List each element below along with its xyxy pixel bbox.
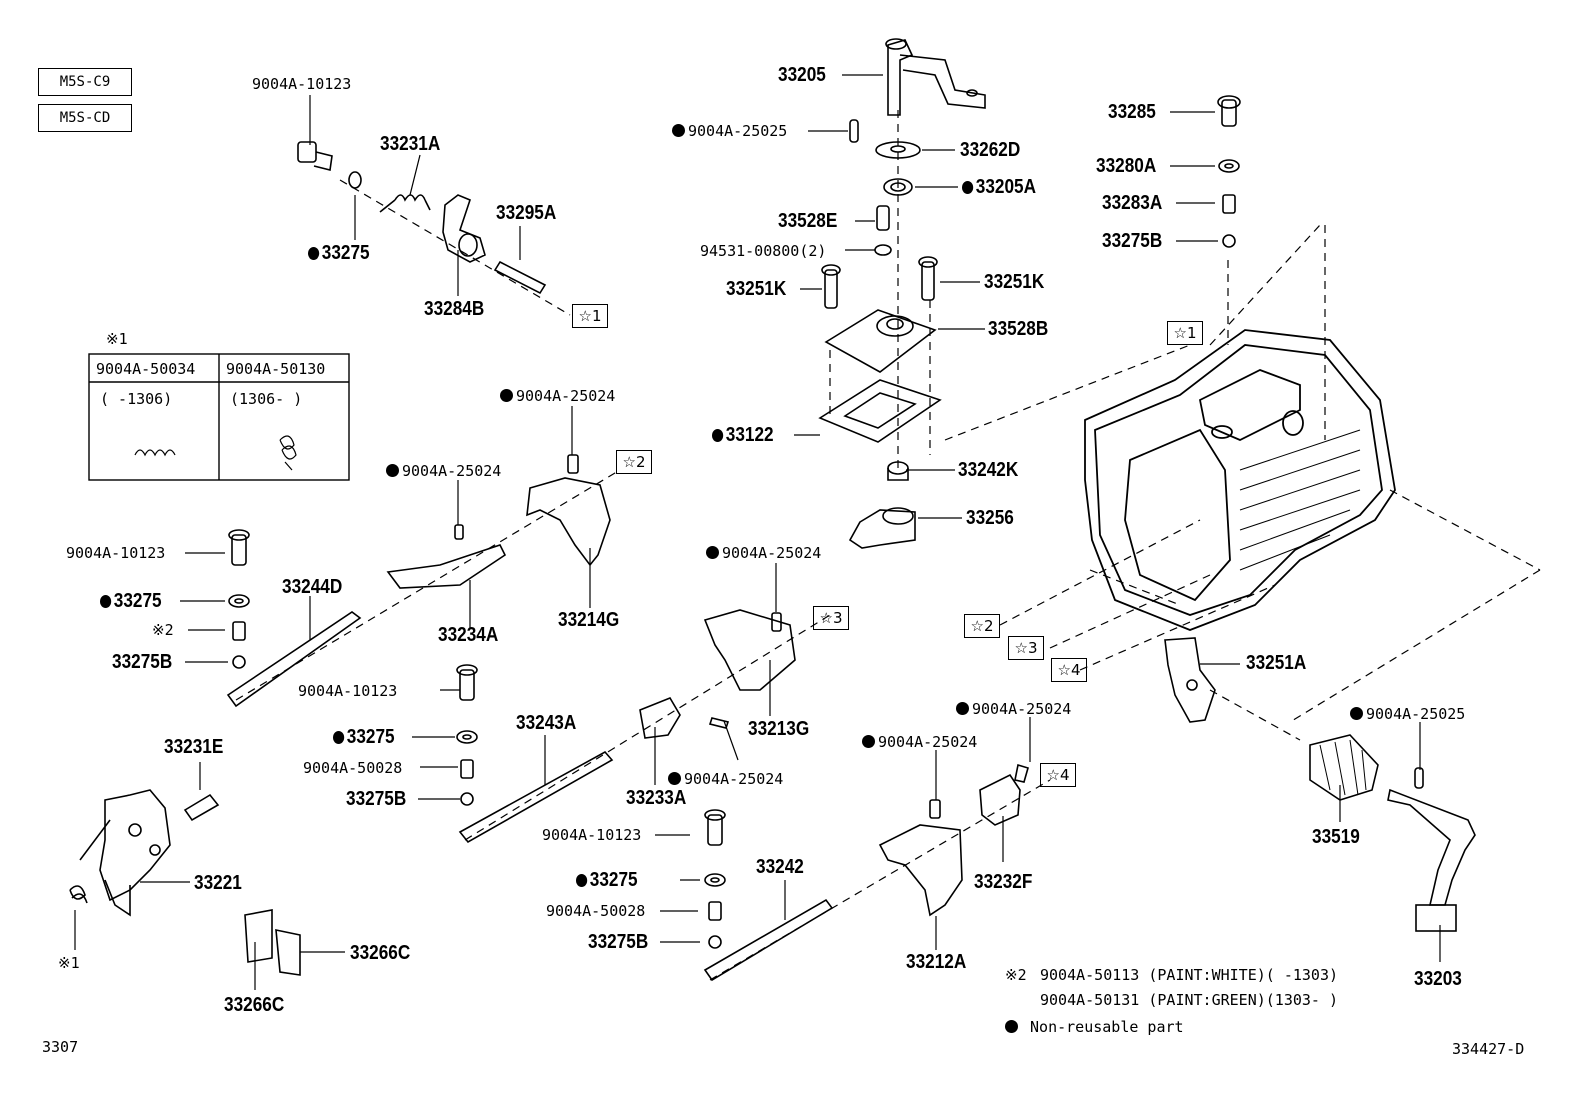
part-label-33283a: 33283A: [1102, 192, 1163, 214]
part-label-33214g: 33214G: [558, 609, 620, 631]
spring-table-col1-part: 9004A-50034: [96, 360, 196, 378]
part-label-33233a: 33233A: [626, 787, 687, 809]
part-label-33221: 33221: [194, 872, 242, 894]
part-label-33242: 33242: [756, 856, 804, 878]
part-label-9004a-10123-d: 9004A-10123: [542, 826, 642, 844]
spring-table-marker: ※1: [106, 330, 128, 348]
part-label-33256: 33256: [966, 507, 1014, 529]
non-reusable-dot-icon: [706, 546, 719, 559]
non-reusable-dot-icon: [308, 247, 320, 260]
star-ref-3-top: ☆3: [813, 606, 849, 630]
footer-right-code: 334427-D: [1452, 1040, 1525, 1058]
star-ref-4-top: ☆4: [1040, 763, 1076, 787]
part-label-33528b: 33528B: [988, 318, 1049, 340]
part-label-33262d: 33262D: [960, 139, 1021, 161]
part-label-9004a-10123-mid: 9004A-10123: [66, 544, 166, 562]
part-label-9004a-50028-c: 9004A-50028: [303, 759, 403, 777]
part-label-33284b: 33284B: [424, 298, 485, 320]
part-label-33275b-c: 33275B: [346, 788, 407, 810]
non-reusable-legend: Non-reusable part: [1005, 1018, 1184, 1036]
part-label-33519: 33519: [1312, 826, 1360, 848]
part-label-33275b-mid: 33275B: [112, 651, 173, 673]
non-reusable-dot-icon: [962, 181, 974, 194]
part-label-33275-c: 33275: [333, 726, 395, 748]
part-label-33266c-bottom: 33266C: [224, 994, 285, 1016]
star-ref-1-left: ☆1: [572, 304, 608, 328]
part-label-note1-marker: ※1: [58, 954, 80, 972]
part-label-33285: 33285: [1108, 101, 1156, 123]
part-label-94531-00800: 94531-00800(2): [700, 242, 827, 260]
non-reusable-dot-icon: [672, 124, 685, 137]
part-label-33275b-d: 33275B: [588, 931, 649, 953]
star-ref-4-bottom: ☆4: [1051, 658, 1087, 682]
part-label-33244d: 33244D: [282, 576, 343, 598]
part-label-33280a: 33280A: [1096, 155, 1157, 177]
star-ref-2-top: ☆2: [616, 450, 652, 474]
part-label-9004a-25024-f: 9004A-25024: [862, 733, 977, 751]
star-ref-2-bottom: ☆2: [964, 614, 1000, 638]
part-label-9004a-25025-b: 9004A-25025: [1350, 705, 1465, 723]
non-reusable-dot-icon: [1350, 707, 1363, 720]
part-label-9004a-10123-c: 9004A-10123: [298, 682, 398, 700]
part-label-9004a-25024-c: 9004A-25024: [706, 544, 821, 562]
note2-line2: 9004A-50131 (PAINT:GREEN)(1303- ): [1040, 991, 1339, 1009]
spring-table-col1-range: ( -1306): [100, 390, 173, 408]
non-reusable-dot-icon: [333, 731, 345, 744]
part-label-33275-mid: 33275: [100, 590, 162, 612]
star-ref-3-bottom: ☆3: [1008, 636, 1044, 660]
part-label-9004a-25024-b: 9004A-25024: [386, 462, 501, 480]
part-label-33528e: 33528E: [778, 210, 838, 232]
part-label-33275b-top: 33275B: [1102, 230, 1163, 252]
non-reusable-dot-icon: [862, 735, 875, 748]
part-label-33275-d: 33275: [576, 869, 638, 891]
non-reusable-dot-icon: [712, 429, 724, 442]
model-code-m5s-cd: M5S-CD: [38, 104, 132, 132]
non-reusable-dot-icon: [956, 702, 969, 715]
part-label-33251k-right: 33251K: [984, 271, 1045, 293]
part-label-9004a-10123-top: 9004A-10123: [252, 75, 352, 93]
spring-table-col2-part: 9004A-50130: [226, 360, 326, 378]
part-label-33275-top: 33275: [308, 242, 370, 264]
part-label-33242k: 33242K: [958, 459, 1019, 481]
part-label-33251k-left: 33251K: [726, 278, 787, 300]
note2-marker: ※2: [1005, 966, 1027, 984]
non-reusable-dot-icon: [1005, 1020, 1018, 1033]
non-reusable-dot-icon: [668, 772, 681, 785]
part-label-33232f: 33232F: [974, 871, 1033, 893]
note2-line1: 9004A-50113 (PAINT:WHITE)( -1303): [1040, 966, 1339, 984]
part-label-33231a: 33231A: [380, 133, 441, 155]
part-label-33205: 33205: [778, 64, 826, 86]
part-label-9004a-25024-e: 9004A-25024: [956, 700, 1071, 718]
part-label-9004a-25024-a: 9004A-25024: [500, 387, 615, 405]
part-label-33212a: 33212A: [906, 951, 967, 973]
part-label-33243a: 33243A: [516, 712, 577, 734]
part-label-33122: 33122: [712, 424, 774, 446]
part-label-9004a-50028-d: 9004A-50028: [546, 902, 646, 920]
non-reusable-dot-icon: [500, 389, 513, 402]
non-reusable-dot-icon: [386, 464, 399, 477]
footer-left-code: 3307: [42, 1038, 79, 1056]
part-label-33251a: 33251A: [1246, 652, 1307, 674]
part-label-33234a: 33234A: [438, 624, 499, 646]
part-label-33231e: 33231E: [164, 736, 224, 758]
part-label-9004a-25024-d: 9004A-25024: [668, 770, 783, 788]
spring-table-col2-range: (1306- ): [230, 390, 303, 408]
part-label-33295a: 33295A: [496, 202, 557, 224]
part-label-33205a: 33205A: [962, 176, 1036, 198]
non-reusable-dot-icon: [576, 874, 588, 887]
non-reusable-dot-icon: [100, 595, 112, 608]
model-code-m5s-c9: M5S-C9: [38, 68, 132, 96]
part-label-33203: 33203: [1414, 968, 1462, 990]
part-label-33266c-right: 33266C: [350, 942, 411, 964]
part-label-9004a-25025-top: 9004A-25025: [672, 122, 787, 140]
star-ref-1-right: ☆1: [1167, 321, 1203, 345]
part-label-note2-marker: ※2: [152, 621, 174, 639]
part-label-33213g: 33213G: [748, 718, 810, 740]
